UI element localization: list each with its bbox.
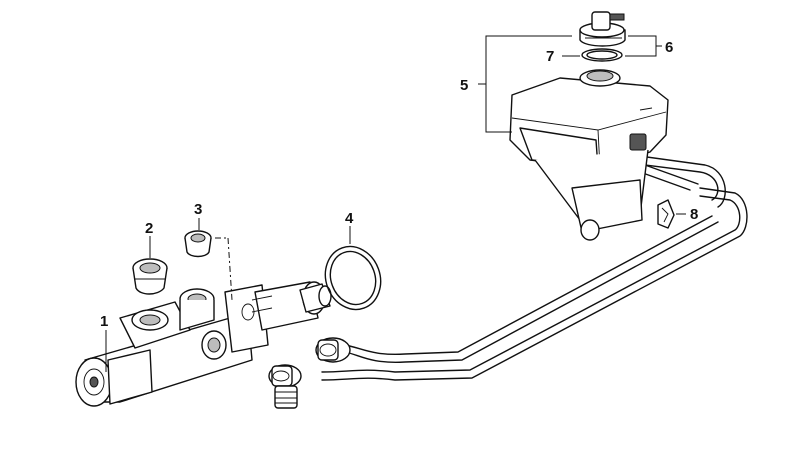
pipe-fitting-lower	[268, 364, 302, 409]
callout-4: 4	[345, 210, 354, 227]
grommet	[132, 258, 168, 295]
callout-3: 3	[194, 201, 202, 218]
pipe-clip	[657, 199, 675, 229]
callout-labels: 1 2 3 4 5 6 7 8	[100, 39, 698, 330]
callout-5: 5	[460, 77, 468, 94]
master-cylinder	[75, 281, 332, 407]
grommet-small	[184, 230, 233, 301]
callout-7: 7	[546, 48, 554, 65]
brake-lines	[321, 153, 748, 381]
callout-8: 8	[690, 206, 698, 223]
seal-ring	[581, 48, 623, 62]
callout-1: 1	[100, 313, 108, 330]
callout-6: 6	[665, 39, 673, 56]
pipe-fitting-upper	[315, 337, 351, 363]
callout-2: 2	[145, 220, 153, 237]
expansion-reservoir	[509, 69, 669, 241]
reservoir-cap	[579, 11, 626, 47]
o-ring	[324, 245, 382, 311]
callout-leaders	[105, 35, 686, 372]
